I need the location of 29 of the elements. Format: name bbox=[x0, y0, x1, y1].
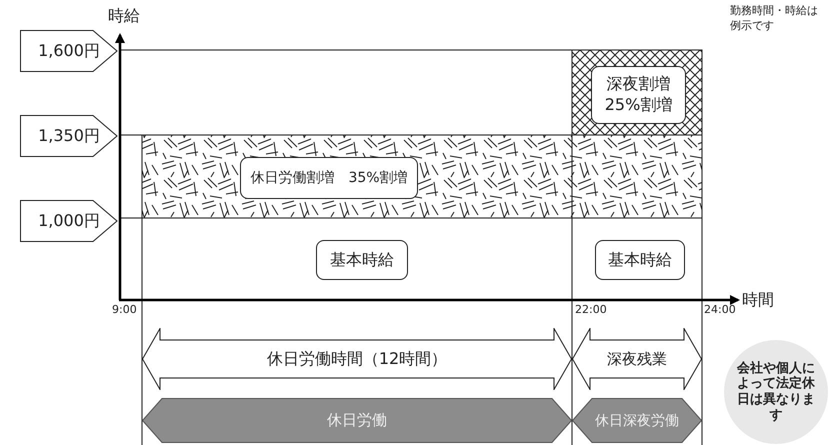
node-text: 休日労働時間（12時間） bbox=[266, 348, 448, 370]
time-label: 22:00 bbox=[575, 303, 607, 316]
axis-title: 時給 bbox=[108, 6, 140, 27]
node-text: 休日深夜労働 bbox=[595, 412, 679, 430]
price-tag bbox=[20, 30, 118, 72]
node-text: 深夜割増 bbox=[606, 74, 670, 95]
node-text: 休日労働割増 35%割増 bbox=[250, 169, 408, 187]
node-text: 会社や個人によって法定休日は異なります bbox=[737, 360, 815, 424]
label-box bbox=[591, 66, 686, 124]
node-text: 1,600円 bbox=[38, 40, 100, 62]
label-box bbox=[595, 240, 685, 280]
time-label: 24:00 bbox=[704, 303, 736, 316]
node-text: 1,350円 bbox=[38, 126, 100, 146]
node-text: 休日労働 bbox=[327, 411, 387, 430]
hexagon-band bbox=[572, 398, 702, 443]
label-box bbox=[316, 240, 408, 280]
node-text: 基本時給 bbox=[330, 250, 394, 270]
double-arrow-band bbox=[142, 328, 572, 390]
label-box bbox=[240, 157, 418, 199]
double-arrow-band bbox=[572, 328, 702, 390]
price-tag bbox=[20, 115, 118, 157]
node-text: 1,000円 bbox=[38, 210, 100, 232]
node-text: 深夜残業 bbox=[607, 350, 667, 368]
note-text: 勤務時間・時給は例示です bbox=[730, 4, 819, 34]
node-text: 基本時給 bbox=[608, 250, 672, 270]
axis-title: 時間 bbox=[742, 290, 774, 311]
node-text: 25%割増 bbox=[604, 95, 672, 116]
time-label: 9:00 bbox=[112, 303, 137, 316]
price-tag bbox=[20, 200, 118, 242]
